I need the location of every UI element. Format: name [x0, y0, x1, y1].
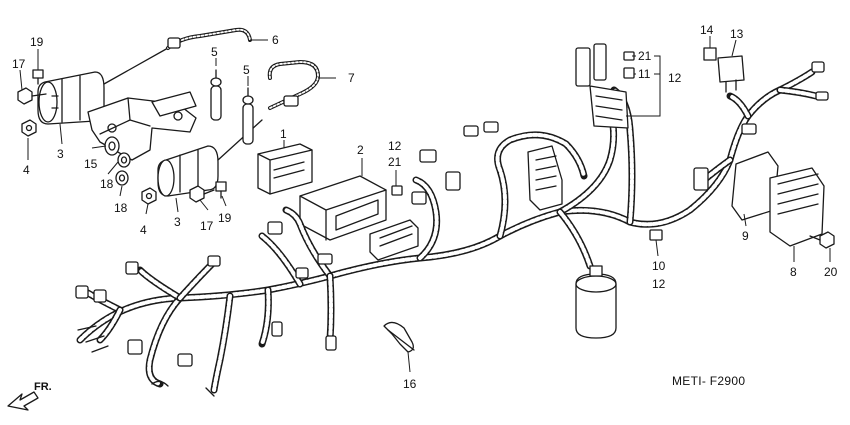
connector-block [369, 219, 419, 261]
spark-plug-cap-b [242, 87, 254, 145]
front-direction-arrow: FR. [7, 381, 52, 411]
callout-5-b: 5 [243, 63, 250, 77]
harness-connectors [75, 43, 829, 397]
callout-18-b: 18 [114, 201, 128, 215]
callout-21-right: 21 [638, 49, 652, 63]
callout-8: 8 [790, 265, 797, 279]
callout-6: 6 [272, 33, 279, 47]
callout-4-upper: 4 [23, 163, 30, 177]
callout-16: 16 [403, 377, 417, 391]
callout-21-center: 21 [388, 155, 402, 169]
bolt-19-lower [215, 181, 227, 199]
callout-17-upper: 17 [12, 57, 26, 71]
battery-bottle [575, 265, 617, 339]
callout-13: 13 [730, 27, 744, 41]
bolt-17-upper [17, 87, 47, 105]
grommet-18-b [115, 170, 129, 186]
callout-19-upper: 19 [30, 35, 44, 49]
callout-11: 11 [638, 67, 651, 81]
control-unit-2 [299, 175, 387, 241]
callout-20: 20 [824, 265, 838, 279]
callout-9: 9 [742, 229, 749, 243]
ignition-coil-lower [157, 119, 263, 197]
callout-12-right: 12 [668, 71, 682, 85]
nut-4-lower [141, 187, 157, 205]
callout-15: 15 [84, 157, 98, 171]
nut-4-upper [21, 119, 37, 137]
plug-cord-7 [267, 60, 320, 110]
grommet-15 [104, 136, 120, 156]
bolt-20 [809, 231, 835, 249]
bolt-19-upper [32, 69, 44, 85]
callout-10: 10 [652, 259, 666, 273]
callout-19-lower: 19 [218, 211, 232, 225]
callout-12-lower: 12 [652, 277, 666, 291]
front-direction-label: FR. [34, 381, 52, 393]
callout-labels: 19 17 4 3 15 18 18 4 3 17 19 5 5 6 7 1 2 [12, 23, 838, 391]
main-wire-harness [76, 68, 820, 394]
callout-7: 7 [348, 71, 355, 85]
callout-18-a: 18 [100, 177, 114, 191]
harness-clip-16 [383, 321, 415, 353]
plug-cord-6 [166, 27, 252, 50]
diagram-code-label: METI- F2900 [672, 374, 745, 388]
grommet-18-a [117, 152, 131, 168]
regulator-rectifier-8 [769, 167, 825, 247]
fuse-box-1 [257, 143, 313, 195]
callout-14: 14 [700, 23, 714, 37]
spark-plug-cap-a [210, 69, 222, 121]
callout-5-a: 5 [211, 45, 218, 59]
callout-1: 1 [280, 127, 287, 141]
callout-3-lower: 3 [174, 215, 181, 229]
callout-17-lower: 17 [200, 219, 214, 233]
callout-2: 2 [357, 143, 364, 157]
callout-4-lower: 4 [140, 223, 147, 237]
callout-3-upper: 3 [57, 147, 64, 161]
bolt-17-lower [189, 185, 215, 203]
callout-12-center: 12 [388, 139, 402, 153]
